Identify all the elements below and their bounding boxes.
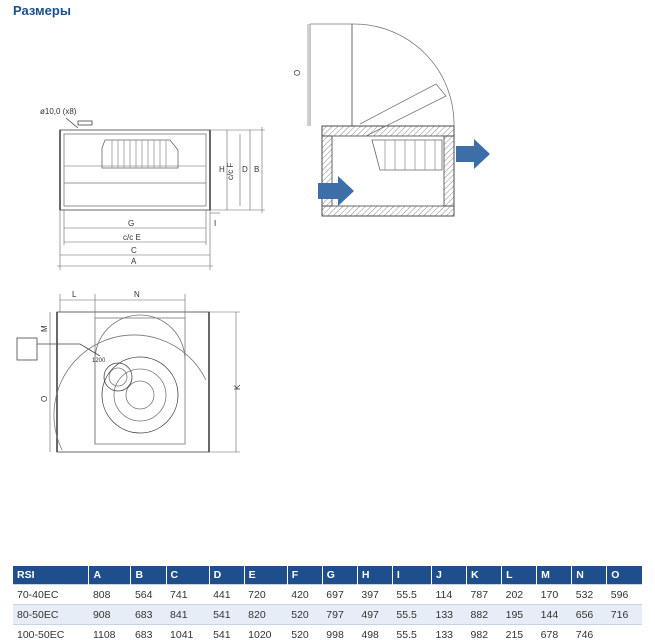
col-header: C: [166, 566, 209, 585]
table-cell: 908: [89, 605, 131, 625]
table-cell: 596: [607, 585, 642, 605]
table-cell: 80-50EC: [13, 605, 89, 625]
hole-label: ø10,0 (x8): [40, 107, 77, 116]
dim-H: H: [219, 165, 225, 174]
table-cell: 144: [537, 605, 572, 625]
table-cell: 683: [131, 625, 166, 644]
table-cell: 683: [131, 605, 166, 625]
table-cell: 520: [287, 625, 322, 644]
table-cell: 133: [431, 605, 466, 625]
table-cell: 1041: [166, 625, 209, 644]
dim-K: K: [233, 384, 242, 390]
table-row: 100-50EC 1108 683 1041 541 1020 520 998 …: [13, 625, 642, 644]
table-cell: 656: [572, 605, 607, 625]
dim-cF: c/c F: [226, 163, 235, 180]
table-cell: 1108: [89, 625, 131, 644]
table-cell: 55.5: [392, 585, 431, 605]
table-cell: 720: [244, 585, 287, 605]
col-header: F: [287, 566, 322, 585]
table-cell: 55.5: [392, 605, 431, 625]
table-cell: 998: [322, 625, 357, 644]
dim-D: D: [242, 165, 248, 174]
col-header: H: [357, 566, 392, 585]
table-cell: 70-40EC: [13, 585, 89, 605]
table-cell: 982: [467, 625, 502, 644]
table-cell: 397: [357, 585, 392, 605]
col-header: B: [131, 566, 166, 585]
table-cell: 746: [572, 625, 607, 644]
table-cell: 564: [131, 585, 166, 605]
table-cell: 202: [502, 585, 537, 605]
col-header: J: [431, 566, 466, 585]
table-cell: 678: [537, 625, 572, 644]
col-header: RSI: [13, 566, 89, 585]
table-cell: 497: [357, 605, 392, 625]
col-header: N: [572, 566, 607, 585]
table-cell: 114: [431, 585, 466, 605]
col-header: G: [322, 566, 357, 585]
dim-B: B: [254, 165, 259, 174]
table-cell: 100-50EC: [13, 625, 89, 644]
table-cell: 541: [209, 605, 244, 625]
table-cell: 195: [502, 605, 537, 625]
table-cell: 797: [322, 605, 357, 625]
table-cell: 697: [322, 585, 357, 605]
dim-I: I: [214, 219, 216, 228]
col-header: L: [502, 566, 537, 585]
front-view-drawing: [57, 118, 265, 270]
table-header-row: RSI A B C D E F G H I J K L M N O: [13, 566, 642, 585]
table-cell: 882: [467, 605, 502, 625]
table-cell: 170: [537, 585, 572, 605]
col-header: O: [607, 566, 642, 585]
table-cell: [607, 625, 642, 644]
table-cell: 541: [209, 625, 244, 644]
table-cell: 520: [287, 605, 322, 625]
table-cell: 716: [607, 605, 642, 625]
outlet-arrow-icon: [456, 139, 490, 169]
col-header: I: [392, 566, 431, 585]
dim-N: N: [134, 290, 140, 299]
dim-O-side: O: [293, 70, 302, 76]
dim-M: M: [40, 325, 49, 332]
table-cell: 808: [89, 585, 131, 605]
table-cell: 787: [467, 585, 502, 605]
table-cell: 215: [502, 625, 537, 644]
col-header: A: [89, 566, 131, 585]
col-header: D: [209, 566, 244, 585]
technical-drawings: ø10,0 (x8) H c/c F D B I G c/c E C A O: [0, 0, 655, 560]
table-cell: 1020: [244, 625, 287, 644]
table-row: 80-50EC 908 683 841 541 820 520 797 497 …: [13, 605, 642, 625]
table-cell: 820: [244, 605, 287, 625]
cable-length-label: 1200: [92, 358, 106, 364]
table-cell: 741: [166, 585, 209, 605]
table-cell: 498: [357, 625, 392, 644]
table-cell: 133: [431, 625, 466, 644]
top-view-drawing: [17, 294, 240, 452]
col-header: M: [537, 566, 572, 585]
table-cell: 441: [209, 585, 244, 605]
dim-cE: c/c E: [123, 233, 141, 242]
table-cell: 841: [166, 605, 209, 625]
dim-C: C: [131, 246, 137, 255]
col-header: K: [467, 566, 502, 585]
dim-G: G: [128, 219, 134, 228]
col-header: E: [244, 566, 287, 585]
dim-O-top: O: [40, 396, 49, 402]
dimensions-table: RSI A B C D E F G H I J K L M N O 70-40E…: [13, 566, 642, 644]
table-cell: 420: [287, 585, 322, 605]
table-row: 70-40EC 808 564 741 441 720 420 697 397 …: [13, 585, 642, 605]
table-cell: 532: [572, 585, 607, 605]
table-cell: 55.5: [392, 625, 431, 644]
dim-L: L: [72, 290, 77, 299]
dim-A: A: [131, 257, 137, 266]
